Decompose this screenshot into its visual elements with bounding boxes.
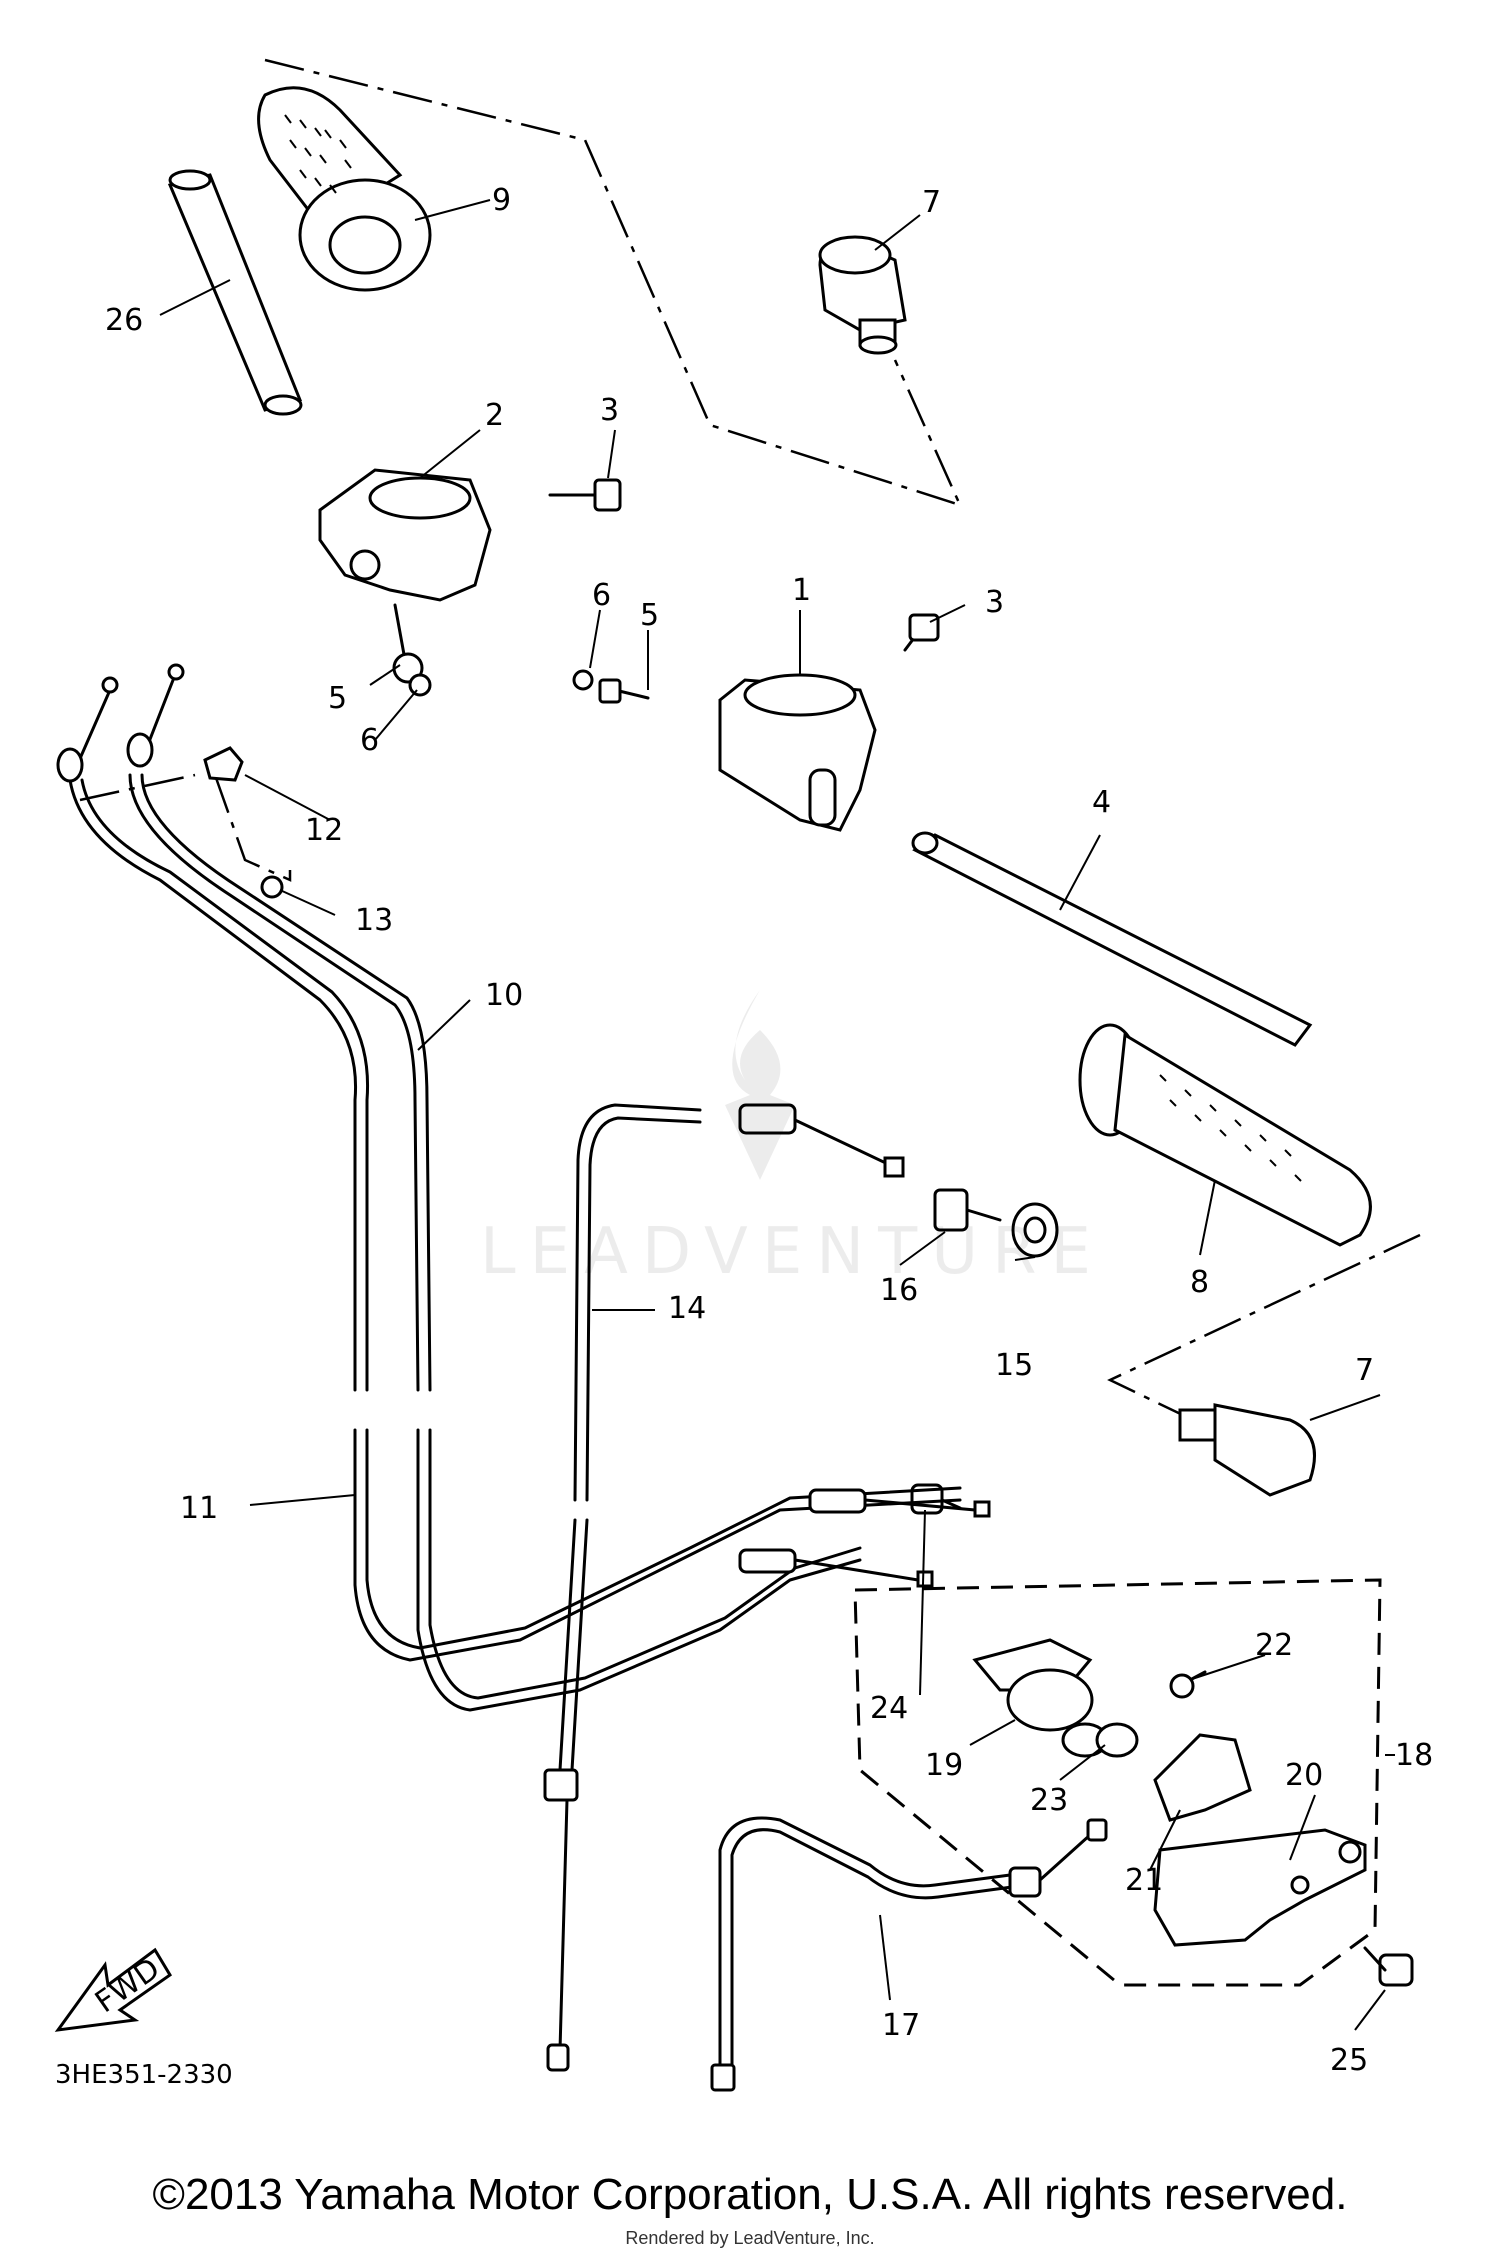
forward-direction-arrow: FWD xyxy=(54,1947,173,2032)
callout-12: 12 xyxy=(305,813,343,848)
subassembly-boundary xyxy=(853,1578,1382,1987)
callout-4: 4 xyxy=(1092,785,1111,820)
reference-lines xyxy=(79,58,1421,1447)
callout-14: 14 xyxy=(668,1291,706,1326)
rendered-by-notice: Rendered by LeadVenture, Inc. xyxy=(625,2228,875,2248)
left-handlebar-holder-part xyxy=(318,468,492,602)
callout-8: 8 xyxy=(1190,1265,1209,1300)
callout-7-top: 7 xyxy=(922,185,941,220)
callout-3-left: 3 xyxy=(600,393,619,428)
cable-adjusters xyxy=(933,1188,1059,1258)
callout-6-right: 6 xyxy=(592,578,611,613)
throttle-tube-part xyxy=(167,169,303,416)
clutch-cable xyxy=(543,1103,905,2072)
bar-end-weight-top-part xyxy=(818,235,907,355)
handlebar-tube-part xyxy=(911,831,1313,1047)
callout-6-left: 6 xyxy=(360,723,379,758)
callout-10: 10 xyxy=(485,978,523,1013)
hot-start-lever-assembly xyxy=(972,1638,1367,1947)
callout-3-right: 3 xyxy=(985,585,1004,620)
bar-end-weight-bottom-part xyxy=(1178,1403,1316,1497)
right-handlebar-holder-part xyxy=(718,673,877,832)
callout-numbers: 9 7 26 2 3 3 1 6 5 5 6 4 12 13 10 14 16 … xyxy=(105,183,1433,2078)
callout-1: 1 xyxy=(792,573,811,608)
hot-start-cable xyxy=(710,1816,1108,2092)
callout-15: 15 xyxy=(995,1348,1033,1383)
throttle-grip-part xyxy=(257,86,432,292)
callout-9: 9 xyxy=(492,183,511,218)
callout-22: 22 xyxy=(1255,1628,1293,1663)
callout-5-right: 5 xyxy=(640,598,659,633)
callout-17: 17 xyxy=(882,2008,920,2043)
copyright-notice: ©2013 Yamaha Motor Corporation, U.S.A. A… xyxy=(152,2170,1348,2219)
callout-21: 21 xyxy=(1125,1863,1163,1898)
callout-24: 24 xyxy=(870,1691,908,1726)
callout-7-bottom: 7 xyxy=(1355,1353,1374,1388)
throttle-cables xyxy=(56,663,991,1712)
drawing-code: 3HE351-2330 xyxy=(55,2060,233,2090)
callout-13: 13 xyxy=(355,903,393,938)
callout-20: 20 xyxy=(1285,1758,1323,1793)
callout-25: 25 xyxy=(1330,2043,1368,2078)
leader-lines xyxy=(159,199,1395,2031)
callout-2: 2 xyxy=(485,398,504,433)
leadventure-watermark-logo xyxy=(725,990,795,1180)
callout-5-left: 5 xyxy=(328,681,347,716)
callout-19: 19 xyxy=(925,1748,963,1783)
callout-16: 16 xyxy=(880,1273,918,1308)
callout-23: 23 xyxy=(1030,1783,1068,1818)
callout-11: 11 xyxy=(180,1491,218,1526)
right-grip-part xyxy=(1078,1023,1372,1247)
leadventure-watermark-text: LEADVENTURE xyxy=(480,1215,1105,1289)
callout-18: 18 xyxy=(1395,1738,1433,1773)
callout-26: 26 xyxy=(105,303,143,338)
